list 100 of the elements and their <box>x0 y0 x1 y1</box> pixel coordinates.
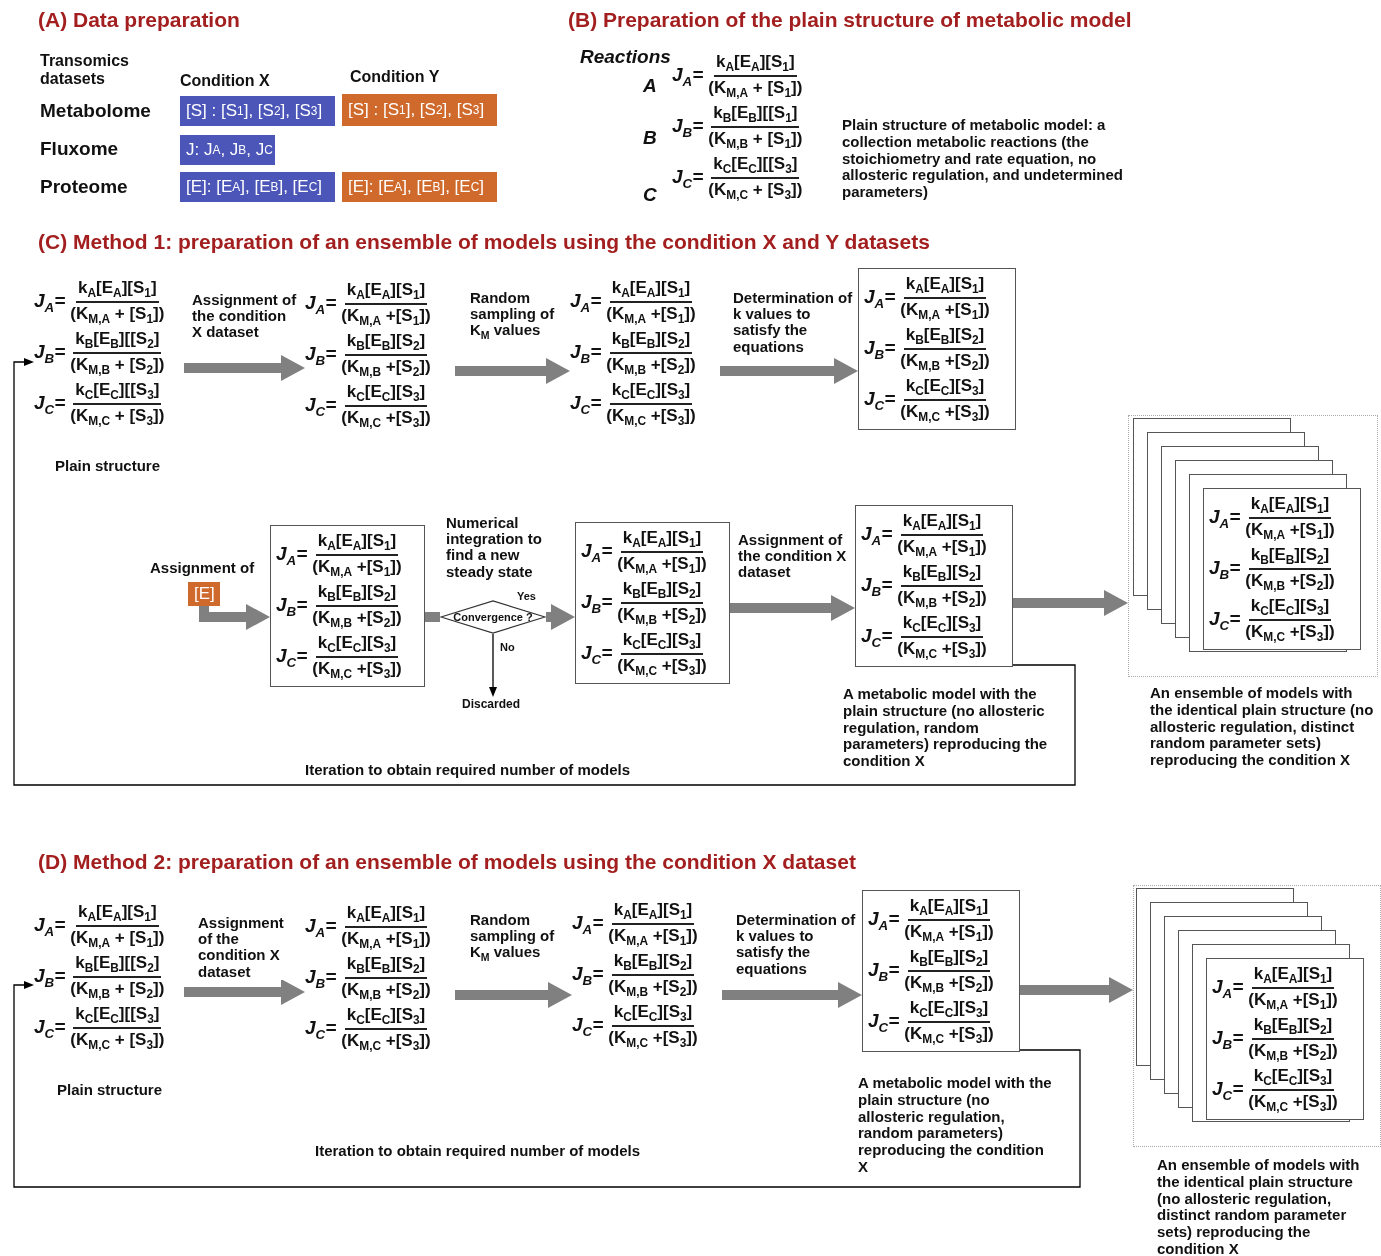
rate-denominator: (K$_{M,C}$ + [S$_{3}$]) <box>707 178 804 203</box>
flux-symbol: J$_{C}$= <box>34 391 66 417</box>
column-heading: Condition Y <box>350 68 440 86</box>
flux-symbol: J$_{A}$= <box>34 290 66 315</box>
arrow <box>455 982 572 1008</box>
flux-symbol: J$_{A}$= <box>34 914 66 939</box>
node-label: Plain structure of metabolic model: a collection metabolic reactions (the stoichiometry and rate equation, no allosteric regulation, and undetermined parameters) <box>842 117 1124 201</box>
rate-numerator: k$_{A}$[E$_{A}$][S$_{1}$] <box>611 900 695 926</box>
edge-label: Determination of k values to satisfy the equations <box>733 290 853 355</box>
dataset-chip: [E] <box>188 582 220 606</box>
rate-numerator: k$_{A}$[E$_{A}$][S$_{1}$] <box>907 896 991 922</box>
rate-denominator: (K$_{M,B}$ + [S$_{2}$]) <box>69 978 166 1002</box>
equation-box <box>270 525 425 688</box>
reaction-letter: C <box>643 185 657 206</box>
rate-numerator: k$_{B}$[E$_{B}$][[S$_{2}$] <box>73 328 162 355</box>
flux-symbol: J$_{A}$= <box>276 543 308 568</box>
rate-denominator: (K$_{M,C}$ +[S$_{3}$]) <box>340 406 432 431</box>
flux-symbol: J$_{B}$= <box>864 336 896 362</box>
rate-denominator: (K$_{M,B}$ +[S$_{2}$]) <box>607 976 699 1000</box>
rate-numerator: k$_{B}$[E$_{B}$][S$_{2}$] <box>903 324 987 351</box>
arrow <box>720 358 858 384</box>
rate-numerator: k$_{A}$[E$_{A}$][S$_{1}$] <box>620 528 704 554</box>
arrow <box>546 604 575 630</box>
card-stack-frame <box>1128 415 1378 677</box>
rate-numerator: k$_{C}$[E$_{C}$][S$_{3}$] <box>900 612 984 638</box>
rate-numerator: k$_{C}$[E$_{C}$][S$_{3}$] <box>1248 595 1332 621</box>
edge-label: Iteration to obtain required number of models <box>305 762 631 779</box>
flux-symbol: J$_{A}$= <box>305 292 337 317</box>
rate-numerator: k$_{B}$[E$_{B}$][[S$_{1}$] <box>711 102 800 129</box>
arrow <box>489 633 497 697</box>
flux-symbol: J$_{C}$= <box>572 1013 604 1039</box>
reaction-letter: A <box>643 76 657 97</box>
section-heading: (B) Preparation of the plain structure of metabolic model <box>568 8 1132 32</box>
rate-denominator: (K$_{M,B}$ +[S$_{2}$]) <box>340 979 432 1003</box>
flux-symbol: J$_{A}$= <box>868 908 900 933</box>
arrow <box>184 355 305 381</box>
arrow <box>199 604 270 630</box>
arrow <box>1020 977 1133 1003</box>
section-heading: (D) Method 2: preparation of an ensemble of models using the condition X dataset <box>38 850 856 874</box>
equation-box <box>858 268 1016 431</box>
node-label: Plain structure <box>57 1082 164 1099</box>
loop-arrow <box>13 358 1076 786</box>
rate-denominator: (K$_{M,A}$ +[S$_{1}$]) <box>340 928 432 952</box>
rate-numerator: k$_{A}$[E$_{A}$][S$_{1}$] <box>344 903 428 929</box>
rate-numerator: k$_{C}$[E$_{C}$][[S$_{3}$] <box>73 1003 162 1029</box>
rate-denominator: (K$_{M,B}$ +[S$_{2}$]) <box>1247 1040 1339 1064</box>
loop-arrow <box>13 981 1081 1188</box>
rate-numerator: k$_{B}$[E$_{B}$][S$_{2}$] <box>609 328 693 355</box>
edge-label: Assignment of <box>150 560 255 577</box>
edge-label: Determination of k values to satisfy the equations <box>736 912 856 977</box>
connector-line <box>425 612 440 622</box>
rate-numerator: k$_{A}$[E$_{A}$][S$_{1}$] <box>76 902 159 928</box>
rate-numerator: k$_{B}$[E$_{B}$][S$_{2}$] <box>1248 544 1332 571</box>
flux-symbol: J$_{A}$= <box>305 915 337 940</box>
rate-denominator: (K$_{M,A}$ +[S$_{1}$]) <box>1247 989 1339 1013</box>
rate-numerator: k$_{B}$[E$_{B}$][S$_{2}$] <box>315 581 399 608</box>
flux-symbol: J$_{C}$= <box>276 644 308 670</box>
rate-denominator: (K$_{M,A}$ +[S$_{1}$]) <box>899 299 991 323</box>
rate-numerator: k$_{B}$[E$_{B}$][S$_{2}$] <box>907 946 991 973</box>
flux-symbol: J$_{A}$= <box>1212 976 1244 1001</box>
rate-denominator: (K$_{M,B}$ +[S$_{2}$]) <box>605 354 697 378</box>
column-heading: Condition X <box>180 72 270 90</box>
edge-label: No <box>500 642 515 654</box>
flux-symbol: J$_{C}$= <box>1209 607 1241 633</box>
rate-numerator: k$_{C}$[E$_{C}$][S$_{3}$] <box>344 1004 428 1030</box>
rate-denominator: (K$_{M,A}$ +[S$_{1}$]) <box>903 921 995 945</box>
rate-numerator: k$_{C}$[E$_{C}$][S$_{3}$] <box>611 1001 695 1027</box>
rate-numerator: k$_{B}$[E$_{B}$][S$_{2}$] <box>611 950 695 977</box>
rate-numerator: k$_{B}$[E$_{B}$][S$_{2}$] <box>620 578 704 605</box>
rate-denominator: (K$_{M,C}$ +[S$_{3}$]) <box>340 1029 432 1054</box>
rate-denominator: (K$_{M,C}$ +[S$_{3}$]) <box>899 400 991 425</box>
flux-symbol: J$_{A}$= <box>1209 506 1241 531</box>
flux-symbol: J$_{A}$= <box>570 290 602 315</box>
flux-symbol: J$_{B}$= <box>672 114 704 140</box>
rate-denominator: (K$_{M,C}$ +[S$_{3}$]) <box>903 1022 995 1047</box>
rate-numerator: k$_{A}$[E$_{A}$][S$_{1}$] <box>714 52 797 78</box>
flux-symbol: J$_{C}$= <box>34 1015 66 1041</box>
flux-symbol: J$_{C}$= <box>1212 1077 1244 1103</box>
flux-symbol: J$_{B}$= <box>1209 556 1241 582</box>
flux-symbol: J$_{C}$= <box>570 391 602 417</box>
rate-denominator: (K$_{M,B}$ +[S$_{2}$]) <box>899 350 991 374</box>
rate-denominator: (K$_{M,B}$ + [S$_{2}$]) <box>69 354 166 378</box>
rate-denominator: (K$_{M,C}$ +[S$_{3}$]) <box>1247 1090 1339 1115</box>
flux-symbol: J$_{A}$= <box>581 540 613 565</box>
row-label: Fluxome <box>40 139 119 160</box>
rate-denominator: (K$_{M,C}$ +[S$_{3}$]) <box>1244 620 1336 645</box>
flux-symbol: J$_{B}$= <box>34 340 66 366</box>
rate-numerator: k$_{C}$[E$_{C}$][S$_{3}$] <box>609 379 693 405</box>
flux-symbol: J$_{A}$= <box>861 523 893 548</box>
rate-numerator: k$_{C}$[E$_{C}$][S$_{3}$] <box>344 381 428 407</box>
rate-numerator: k$_{B}$[E$_{B}$][[S$_{2}$] <box>73 952 162 979</box>
flux-symbol: J$_{B}$= <box>861 573 893 599</box>
rate-denominator: (K$_{M,B}$ +[S$_{2}$]) <box>311 607 403 631</box>
row-label: Metabolome <box>40 101 151 122</box>
flux-symbol: J$_{C}$= <box>672 165 704 191</box>
rate-denominator: (K$_{M,A}$ +[S$_{1}$]) <box>896 536 988 560</box>
arrow <box>730 595 855 621</box>
rate-numerator: k$_{C}$[E$_{C}$][S$_{3}$] <box>1251 1065 1335 1091</box>
arrow <box>722 982 862 1008</box>
flux-symbol: J$_{A}$= <box>572 912 604 937</box>
